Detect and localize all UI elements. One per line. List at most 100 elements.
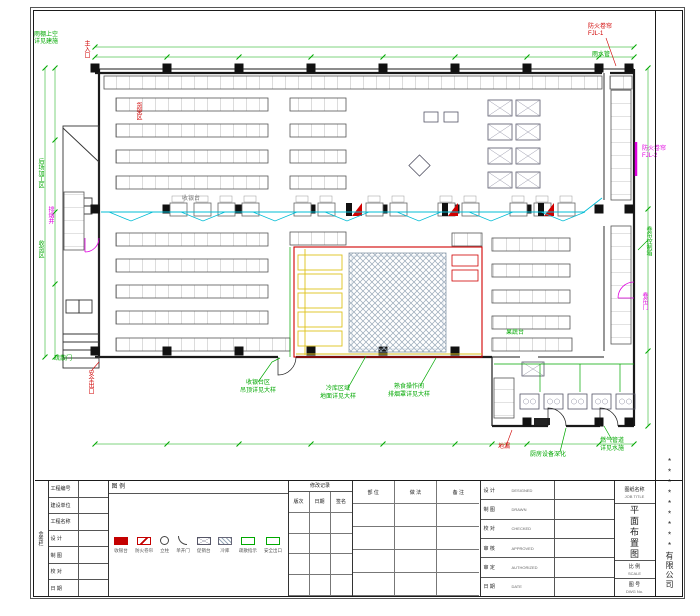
- door-symbol: [178, 536, 188, 545]
- plan-annotation: FJL-1: [588, 31, 604, 37]
- plan-annotation: 货架区: [135, 101, 142, 120]
- shelf-run: [115, 232, 269, 247]
- plan-annotation: 收银台区: [246, 378, 270, 386]
- green-service-lines: [257, 239, 649, 453]
- gondola-shelving: [63, 75, 633, 419]
- drawing-no-label: 图 号: [628, 582, 641, 588]
- shelf-run: [115, 123, 269, 138]
- plan-annotation: 后场加工区: [37, 157, 44, 188]
- signoff-strip: 会签栏: [35, 481, 49, 596]
- info-row: 工程编号: [48, 481, 108, 498]
- column-square: [450, 63, 460, 73]
- legend-item: 立柱: [160, 536, 170, 554]
- company-strip-divider: [655, 480, 683, 481]
- info-row: 设 计: [48, 530, 108, 548]
- revision-grid: 版次日期签名: [288, 492, 352, 596]
- lane-gate: [538, 203, 544, 216]
- shelf-run: [491, 337, 573, 352]
- drawing-no-label-en: DWG No.: [625, 589, 644, 594]
- plan-annotation: 卷帘控制箱: [645, 225, 652, 257]
- title-block: 会签栏 工程编号建设单位工程名称设 计制 图校 对日 期 图 例 收银台防火卷帘…: [34, 480, 655, 596]
- column-square: [90, 204, 100, 214]
- plan-annotation: 详见建施: [34, 37, 58, 45]
- checkout-counter: [193, 202, 212, 217]
- info-row: 制 图: [48, 547, 108, 564]
- column-square: [90, 63, 100, 73]
- column-square: [234, 346, 244, 356]
- stove-unit: [615, 393, 636, 410]
- lane-gate: [346, 203, 352, 216]
- project-info-table: 工程编号建设单位工程名称设 计制 图校 对日 期: [48, 481, 109, 596]
- company-strip: *********有限公司: [655, 10, 683, 597]
- display-tables: [408, 99, 541, 189]
- table-symbol: [196, 536, 211, 545]
- produce-table: [515, 147, 541, 165]
- company-name: *********有限公司: [665, 456, 674, 590]
- checkout-tag: [463, 195, 477, 203]
- checkout-tag: [367, 195, 381, 203]
- fire-shutter-marks: [84, 142, 638, 299]
- stove-unit: [543, 393, 564, 410]
- tray-drop: [252, 211, 298, 222]
- tray-drop: [468, 211, 514, 222]
- cold-storage-zone: [293, 246, 483, 358]
- shelf-run: [289, 123, 347, 138]
- plan-annotation: 排烟井: [47, 205, 54, 225]
- plan-annotation: 冷库区域: [326, 384, 350, 392]
- lane-flag: [448, 203, 458, 216]
- signoff-label: 会签栏: [37, 531, 44, 546]
- revision-table: 修改记录 版次日期签名: [288, 481, 353, 596]
- plan-annotation: 防火卷帘: [588, 22, 612, 30]
- shelf-run: [115, 97, 269, 112]
- lane-gate: [442, 203, 448, 216]
- scale-label: 比 例: [628, 564, 641, 570]
- plan-annotation: 安全出口: [87, 369, 94, 395]
- column-square: [450, 346, 460, 356]
- hatch-symbol: [217, 536, 232, 545]
- freezer-case: [297, 292, 343, 309]
- sheet-inner-border: [33, 10, 683, 597]
- shelf-run: [451, 232, 483, 247]
- info-row: 校 对: [48, 563, 108, 581]
- plan-annotation: 防火卷帘: [642, 144, 666, 152]
- checkout-counter: [389, 202, 408, 217]
- checkout-tag: [195, 195, 209, 203]
- column-square: [306, 346, 316, 356]
- column-square: [624, 63, 634, 73]
- material-grid: 部 位做 法备 注: [352, 481, 480, 596]
- checkout-tag: [439, 195, 453, 203]
- kitchen-equipment: [519, 361, 636, 425]
- info-row: 工程名称: [48, 514, 108, 531]
- shelf-run: [289, 175, 347, 190]
- promo-bin: [423, 111, 439, 123]
- shelf-run-vertical: [610, 89, 632, 201]
- checkout-tag: [319, 195, 333, 203]
- checkout-counter: [293, 202, 312, 217]
- column-square: [306, 63, 316, 73]
- plan-annotation: 燃气管道: [600, 436, 624, 444]
- plan-annotation: 卷帘门: [641, 291, 648, 311]
- green-rect-symbol: [265, 536, 280, 545]
- shelf-run: [491, 289, 571, 304]
- legend-item: 疏散指示: [239, 536, 257, 554]
- tray-drop: [324, 211, 370, 222]
- shelf-run: [289, 231, 347, 246]
- shelf-run-vertical: [493, 377, 515, 419]
- shelf-run: [289, 97, 347, 112]
- checkout-counters: [169, 195, 576, 217]
- plan-annotation: FJL-2: [642, 153, 658, 159]
- plan-annotation: 主入口: [83, 39, 90, 59]
- info-row: 建设单位: [48, 497, 108, 515]
- plan-annotation: 收银台: [182, 194, 200, 202]
- column-square: [234, 63, 244, 73]
- red-leader-lines: [91, 37, 617, 447]
- material-table: 部 位做 法备 注: [352, 481, 481, 596]
- revision-title: 修改记录: [288, 481, 352, 492]
- cable-tray-line: [101, 197, 603, 222]
- shelf-run-vertical: [610, 225, 632, 345]
- freezer-case: [297, 311, 343, 328]
- checkout-tag: [243, 195, 257, 203]
- column-square: [594, 417, 604, 427]
